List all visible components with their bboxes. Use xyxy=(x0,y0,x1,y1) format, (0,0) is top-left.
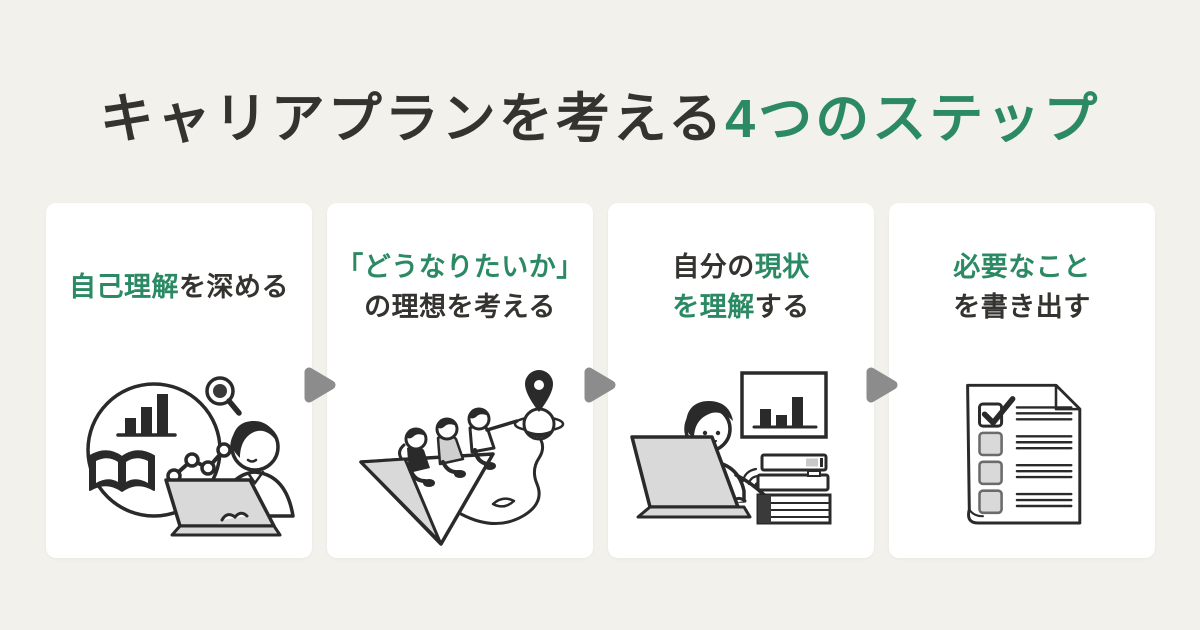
step-3-line1-dark: 自分の xyxy=(672,252,755,282)
step-card-2: 「どうなりたいか」 の理想を考える xyxy=(327,203,593,558)
step-4-title: 必要なこと を書き出す xyxy=(889,203,1155,371)
title-dark-segment: キャリアプランを考える xyxy=(99,89,726,149)
person-figure-middle xyxy=(435,417,466,478)
step-3-title: 自分の現状 を理解する xyxy=(608,203,874,371)
step-3-line2-dark: する xyxy=(754,292,810,322)
step-1-title-rest: を深める xyxy=(179,272,289,302)
arrow-right-icon xyxy=(304,367,336,403)
framed-bar-chart-icon xyxy=(739,370,828,439)
step-4-keyword: 必要なこと xyxy=(953,252,1091,282)
step-1-title: 自己理解を深める xyxy=(46,203,312,371)
winding-path xyxy=(459,438,544,526)
checkbox-empty-icon xyxy=(978,431,1003,514)
arrow-right-icon xyxy=(866,367,898,403)
step-3-title-line-2: を理解する xyxy=(672,287,810,327)
books-stack-icon xyxy=(756,453,831,524)
analysis-circle xyxy=(85,381,232,518)
step-3-keyword: 現状 xyxy=(754,252,810,282)
page-title: キャリアプランを考える4つのステップ xyxy=(0,74,1200,153)
step-1-illustration-area xyxy=(46,361,312,548)
step-card-4: 必要なこと を書き出す xyxy=(889,203,1155,558)
step-1-keyword: 自己理解 xyxy=(69,272,179,302)
arrow-right-icon xyxy=(584,367,616,403)
laptop-icon xyxy=(629,434,751,518)
step-2-illustration-area xyxy=(327,361,593,548)
ideal-future-illustration xyxy=(358,370,564,546)
self-analysis-illustration xyxy=(85,375,295,536)
bar-chart-icon xyxy=(115,393,177,437)
open-book-icon xyxy=(88,449,155,492)
checkbox-checked-icon xyxy=(978,395,1016,428)
step-2-title-rest: の理想を考える xyxy=(364,292,556,322)
current-state-illustration xyxy=(629,370,831,524)
step-2-keyword: 「どうなりたいか」 xyxy=(336,252,584,282)
step-3-line2-green: を理解 xyxy=(672,292,755,322)
step-card-1: 自己理解を深める xyxy=(46,203,312,558)
location-pin-icon xyxy=(513,370,564,441)
step-card-3: 自分の現状 を理解する xyxy=(608,203,874,558)
magnifier-icon xyxy=(204,375,242,416)
step-1-title-line: 自己理解を深める xyxy=(69,267,289,307)
step-3-illustration-area xyxy=(608,361,874,548)
step-2-title: 「どうなりたいか」 の理想を考える xyxy=(327,203,593,371)
laptop-icon xyxy=(163,477,281,536)
step-4-illustration-area xyxy=(889,361,1155,548)
person-figure-pointing xyxy=(467,407,519,470)
title-green-segment: 4つのステップ xyxy=(725,89,1101,149)
person-figure-left xyxy=(397,427,435,487)
step-3-title-line-1: 自分の現状 xyxy=(672,247,810,287)
checklist-document-icon xyxy=(966,383,1082,524)
step-4-title-rest: を書き出す xyxy=(953,292,1091,322)
checklist-text-lines xyxy=(1015,405,1073,507)
